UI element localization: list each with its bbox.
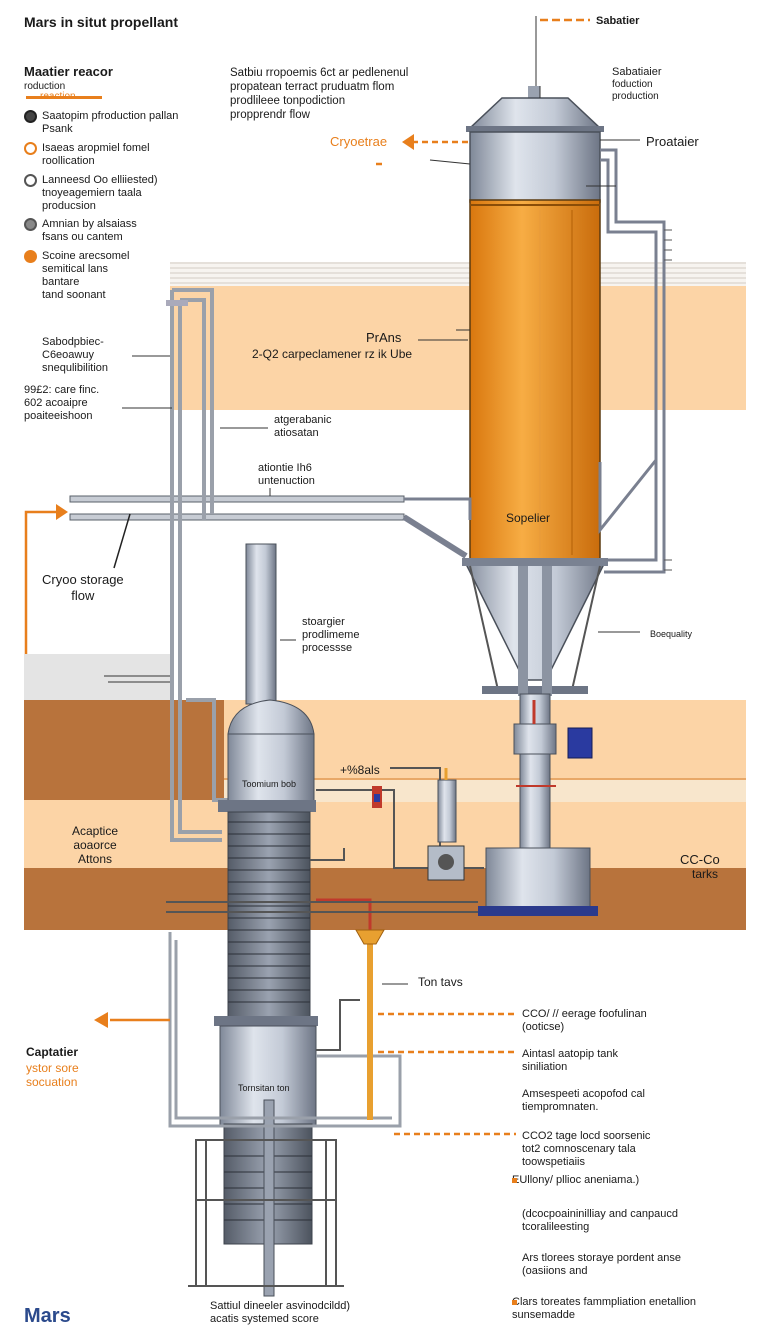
separator-column	[214, 543, 318, 1297]
proataier-label: Proataier	[646, 134, 699, 149]
cryo-top-label: Cryoetrae	[330, 134, 388, 149]
ground-band-upper-stripes	[170, 262, 746, 286]
main-reactor-tank	[462, 86, 608, 916]
legend-item-4: Amnian by alsaiass fsans ou cantem	[24, 218, 137, 244]
bottom-caption: Sattiul dineeler asvinodcildd) acatis sy…	[210, 1300, 351, 1325]
right-sabatier-label: Sabatiaier	[612, 66, 662, 78]
center-flow-note: Satbiu rropoemis 6ct ar pedlenenul propa…	[230, 67, 409, 121]
legend-item-5: Scoine arecsomel semitical lans bantare …	[24, 250, 129, 302]
cc-co-label: CC-Co	[680, 852, 720, 867]
small-instrument-tank	[372, 768, 465, 881]
legend-marker-icon	[24, 110, 37, 123]
legend-text: Saatopim pfroduction pallan Psank	[42, 110, 179, 135]
orange-arrowheads	[56, 134, 414, 1028]
legend-item-1: Saatopim pfroduction pallan Psank	[24, 110, 178, 136]
two-q-label: 2-Q2 carpeclamener rz ik Ube	[252, 347, 413, 361]
right-list-item: CCO2 tage locd soorsenic tot2 comnoscena…	[522, 1130, 651, 1168]
ground-band-grey	[24, 654, 172, 700]
middle-piping	[166, 767, 484, 1128]
leader-lines	[104, 16, 640, 985]
cryo-storage-label: Cryoo storage flow	[42, 572, 124, 603]
captatier-sub-label: ystor sore socuation	[26, 1061, 79, 1089]
captatier-label: Captatier	[26, 1045, 79, 1059]
page-title: Mars in situt propellant	[24, 14, 179, 30]
ationtie-label: ationtie Ih6 untenuction	[258, 462, 315, 487]
acaptice-label: Acaptice aoaorce Attons	[72, 824, 119, 866]
horizontal-feed-pipe	[69, 495, 472, 569]
right-list-item: EUllony/ pllioc aneniama.)	[512, 1174, 640, 1186]
pipe-tick-marks	[664, 229, 672, 571]
legend-text: Scoine arecsomel semitical lans bantare …	[42, 250, 130, 301]
reactor-subtitle-orange: reaction	[40, 91, 76, 102]
right-list-item: Amsespeeti acopofod cal tiempromnaten.	[522, 1088, 645, 1113]
boequality-label: Boequality	[650, 629, 693, 639]
ton-tavs-label: Ton tavs	[418, 975, 463, 989]
co2-capture-label: 99£2: care finc. 602 acoaipre poaiteeish…	[24, 384, 100, 422]
stoargier-label: stoargier prodlimeme processse	[302, 616, 360, 654]
mars-logo: Mars	[24, 1305, 71, 1327]
legend-marker-icon	[24, 250, 37, 263]
ground-band-brown-top	[24, 700, 224, 800]
legend-text: Amnian by alsaiass fsans ou cantem	[42, 218, 137, 243]
orange-flow-arrows	[24, 18, 590, 1136]
right-list-item: Clars toreates fammpliation enetallion s…	[512, 1296, 697, 1321]
return-pipes	[598, 148, 666, 574]
top-sabatier-label: Sabatier	[596, 15, 640, 27]
ground-band-upper	[170, 262, 746, 410]
legend-text: Isaeas aropmiel fomel roollication	[42, 142, 150, 167]
support-frame	[188, 1139, 344, 1287]
atgerabanic-label: atgerabanic atiosatan	[274, 414, 332, 439]
legend-item-3: Lanneesd Oo elliiested) tnoyeagemiern ta…	[24, 174, 158, 213]
sabodpb-label: Sabodpbiec- C6eoawuy snequlibilition	[42, 336, 109, 374]
legend-marker-icon	[24, 218, 37, 231]
legend-item-2: Isaeas aropmiel fomel roollication	[24, 142, 150, 168]
tarks-label: tarks	[692, 867, 719, 881]
legend-text: Lanneesd Oo elliiested) tnoyeagemiern ta…	[42, 174, 158, 212]
right-sabatier-sub: foduction production	[612, 79, 659, 102]
ground-band-brown-bottom	[24, 868, 746, 930]
reactor-title: Maatier reacor	[24, 64, 113, 79]
bullet-icon	[512, 1178, 517, 1183]
prans-label: PrAns	[366, 330, 402, 345]
sopelier-label: Sopelier	[506, 511, 551, 525]
right-list-item: Ars tlorees storaye pordent anse (oasiio…	[522, 1252, 681, 1277]
legend-marker-icon	[24, 142, 37, 155]
bullet-icon	[512, 1300, 517, 1305]
legend-marker-icon	[24, 174, 37, 187]
right-list-item: Aintasl aatopip tank siniliation	[522, 1048, 619, 1073]
percent-label: +%8als	[340, 763, 380, 777]
right-list-item: CCO/ // eerage foofulinan (ooticse)	[522, 1008, 647, 1033]
reactor-subtitle: roduction	[24, 81, 66, 92]
right-list-item: (dcocpoaininilliay and canpaucd tcoralil…	[522, 1208, 678, 1233]
tank-label-upper: Toomium bob	[242, 779, 297, 789]
tank-label-lower: Tornsitan ton	[238, 1083, 290, 1093]
